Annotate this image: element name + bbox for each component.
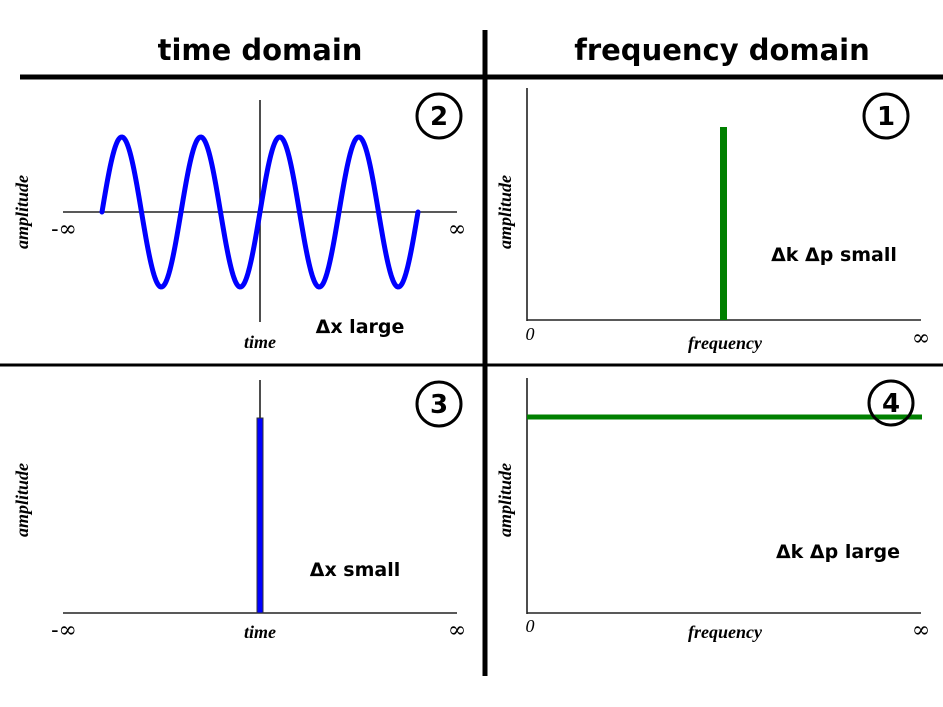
frequency-domain-header: frequency domain [574,33,870,67]
time-spike [256,417,264,614]
panel-number-circle [415,380,463,428]
y-axis-label: amplitude [495,175,515,249]
y-axis-label: amplitude [12,175,32,249]
x-axis-label: frequency [688,333,763,353]
panel-number: 1 [877,102,895,132]
panel-number: 4 [882,389,900,419]
delta-note: Δk Δp large [776,541,900,563]
x-max-label: ∞ [912,326,930,351]
panel-number-circle [415,92,463,140]
panel-number: 2 [430,102,448,132]
x-min-label: -∞ [51,217,77,242]
panel-number-circle [867,379,915,427]
panel-3-time-spike: -∞ ∞ time amplitude Δx small 3 [12,380,466,643]
y-axis-label: amplitude [495,463,515,537]
time-domain-header: time domain [158,33,363,67]
y-axis-label: amplitude [12,463,32,537]
x-axis-label: frequency [688,622,763,642]
sine-wave [99,134,421,290]
delta-note: Δx small [310,559,401,581]
x-axis-label: time [244,332,276,352]
panel-4-frequency-flat: 4 0 ∞ frequency amplitude Δk Δp large [495,378,930,643]
x-max-label: ∞ [448,217,466,242]
frequency-spike [720,127,727,320]
panel-number-circle [862,92,910,140]
x-min-label: 0 [526,616,535,636]
x-min-label: -∞ [51,618,77,643]
panel-1-frequency-spike: 0 ∞ frequency amplitude Δk Δp small 1 [495,88,930,353]
panel-2-time-sine: -∞ ∞ time amplitude Δx large 2 [12,92,466,352]
x-max-label: ∞ [448,618,466,643]
x-max-label: ∞ [912,618,930,643]
delta-note: Δx large [316,316,405,338]
delta-note: Δk Δp small [771,244,897,266]
panel-number: 3 [430,390,448,420]
x-axis-label: time [244,622,276,642]
x-min-label: 0 [526,324,535,344]
